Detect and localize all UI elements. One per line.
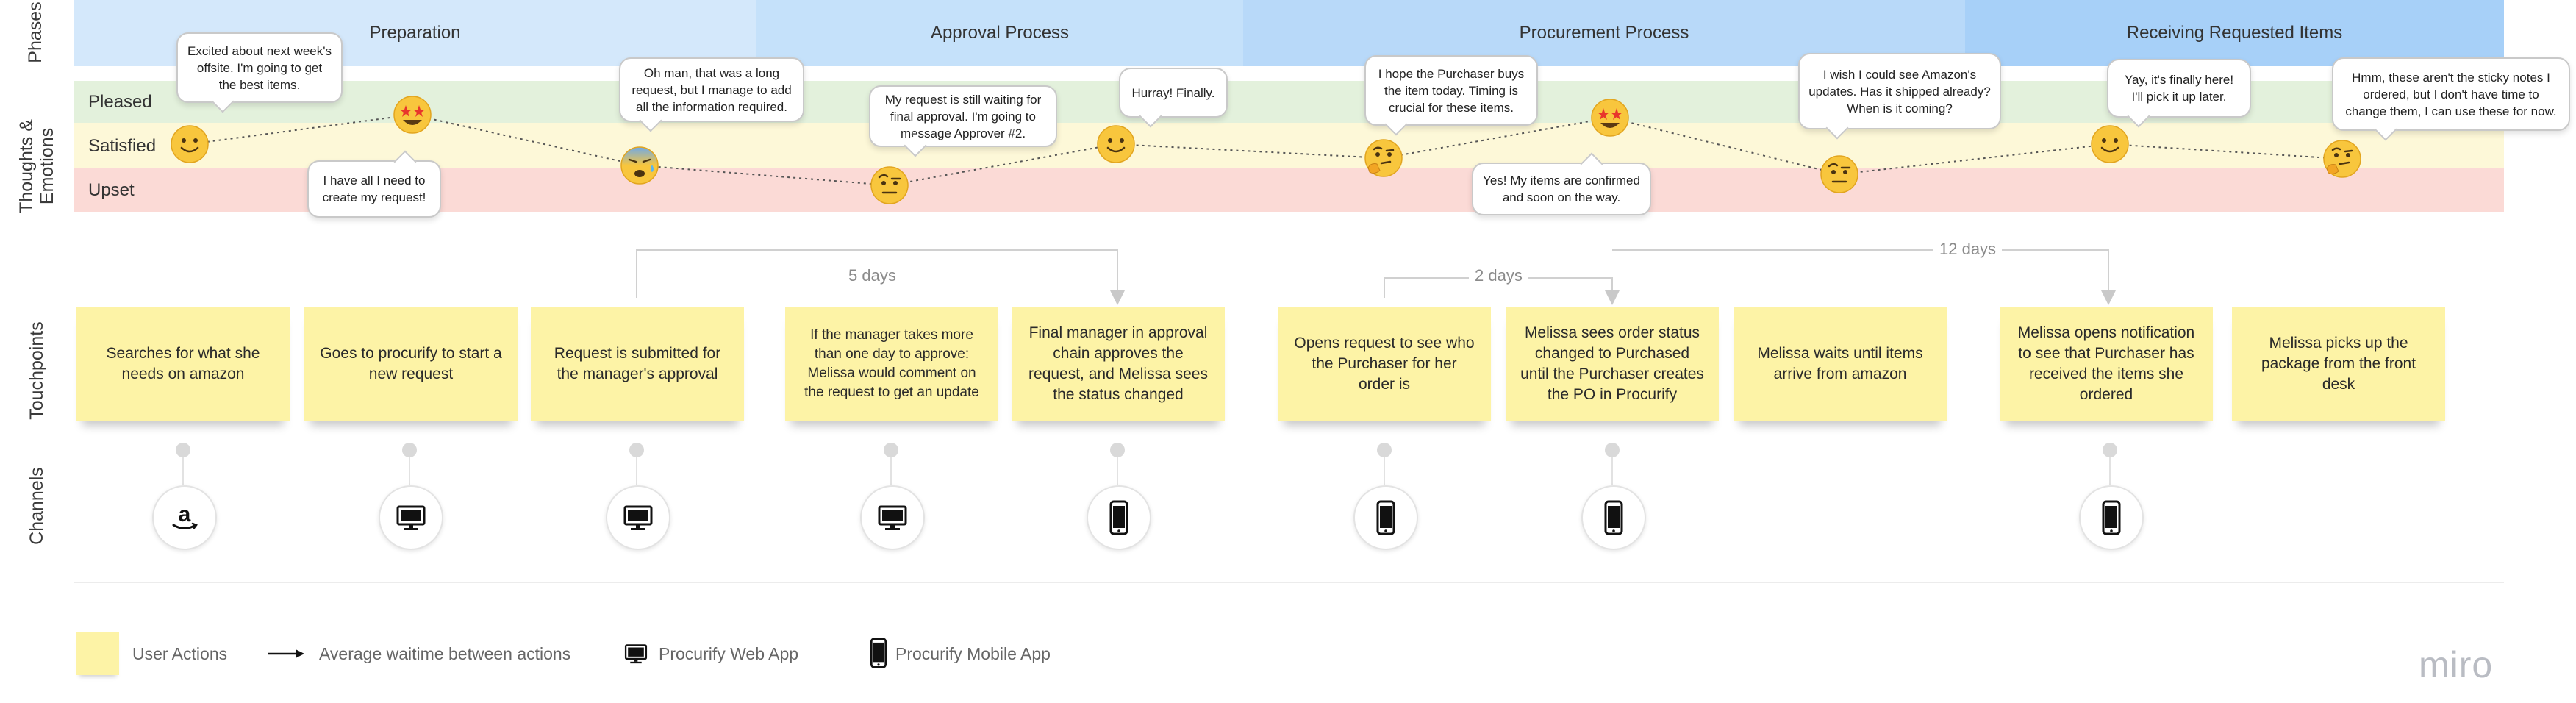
emoji-smile-icon [2091, 125, 2129, 163]
emotion-label-satisfied: Satisfied [88, 136, 157, 156]
channel-web-app [379, 485, 443, 550]
phase-receiving-items: Receiving Requested Items [1965, 0, 2504, 66]
emoji-smile-icon [171, 125, 209, 163]
touchpoint-note: Final manager in approval chain approves… [1012, 307, 1225, 421]
desktop-icon [623, 505, 653, 530]
channel-mobile-app [1353, 485, 1418, 550]
channel-mobile-app [2079, 485, 2144, 550]
channel-dot [176, 443, 190, 457]
thought-bubble: Excited about next week's offsite. I'm g… [176, 32, 343, 113]
touchpoint-note: Melissa opens notification to see that P… [2000, 307, 2213, 421]
arrow-right-icon [268, 649, 304, 658]
desktop-icon [396, 505, 426, 530]
thought-bubble: I have all I need to create my request! [307, 150, 441, 218]
wait-time-label: 12 days [1933, 240, 2003, 259]
touchpoint-note: Melissa picks up the package from the fr… [2232, 307, 2445, 421]
touchpoint-note: If the manager takes more than one day t… [785, 307, 998, 421]
legend-label-web-app: Procurify Web App [659, 644, 799, 663]
channel-dot [402, 443, 417, 457]
channel-mobile-app [1087, 485, 1151, 550]
svg-text:a: a [179, 502, 191, 527]
mobile-icon [1376, 500, 1395, 535]
desktop-icon [878, 505, 907, 530]
thought-bubble: My request is still waiting for final ap… [869, 85, 1057, 157]
touchpoint-note: Melissa sees order status changed to Pur… [1506, 307, 1719, 421]
emoji-star-struck-icon [393, 96, 432, 134]
touchpoint-note: Request is submitted for the manager's a… [531, 307, 744, 421]
channel-dot [884, 443, 898, 457]
thought-bubble: I wish I could see Amazon's updates. Has… [1798, 53, 2001, 140]
mobile-icon [2102, 500, 2121, 535]
thought-bubble: I hope the Purchaser buys the item today… [1364, 55, 1538, 136]
emotion-label-upset: Upset [88, 180, 135, 200]
touchpoint-note: Searches for what she needs on amazon [76, 307, 290, 421]
emoji-star-struck-icon [1591, 99, 1629, 137]
phase-approval-process: Approval Process [756, 0, 1243, 66]
desktop-icon [624, 644, 648, 664]
channel-mobile-app [1581, 485, 1646, 550]
channel-dot [2103, 443, 2117, 457]
channel-dot [1110, 443, 1125, 457]
touchpoint-note: Melissa waits until items arrive from am… [1734, 307, 1947, 421]
miro-logo: miro [2419, 644, 2494, 685]
channel-amazon: a [152, 485, 217, 550]
band-pleased [74, 81, 2504, 123]
emotion-label-pleased: Pleased [88, 92, 152, 112]
emoji-raised-eyebrow-icon [870, 166, 909, 204]
wait-time-label: 5 days [842, 266, 902, 285]
mobile-icon [1109, 500, 1128, 535]
mobile-icon [1604, 500, 1623, 535]
thought-bubble: Yes! My items are confirmed and soon on … [1472, 152, 1651, 215]
band-upset [74, 168, 2504, 212]
legend-label-mobile-app: Procurify Mobile App [895, 644, 1051, 663]
legend-swatch-user-actions [76, 632, 119, 675]
emoji-smile-icon [1097, 125, 1135, 163]
thought-bubble: Oh man, that was a long request, but I m… [619, 57, 804, 132]
legend-label-wait-time: Average waitime between actions [319, 644, 571, 663]
channel-web-app [606, 485, 670, 550]
emoji-thinking-icon [2323, 140, 2361, 178]
emoji-thinking-icon [1364, 139, 1403, 177]
legend-label-user-actions: User Actions [132, 644, 228, 663]
amazon-icon: a [172, 502, 198, 529]
emoji-anxious-icon [620, 146, 659, 185]
emoji-raised-eyebrow-icon [1820, 155, 1858, 193]
channel-dot [1377, 443, 1392, 457]
thought-bubble: Hurray! Finally. [1119, 68, 1228, 128]
wait-time-label: 2 days [1469, 266, 1528, 285]
thought-bubble: Hmm, these aren't the sticky notes I ord… [2332, 57, 2570, 141]
channel-dot [1605, 443, 1620, 457]
channel-dot [629, 443, 644, 457]
touchpoint-note: Goes to procurify to start a new request [304, 307, 518, 421]
thought-bubble: Yay, it's finally here! I'll pick it up … [2107, 59, 2251, 128]
touchpoint-note: Opens request to see who the Purchaser f… [1278, 307, 1491, 421]
mobile-icon [870, 638, 887, 668]
channel-web-app [860, 485, 925, 550]
